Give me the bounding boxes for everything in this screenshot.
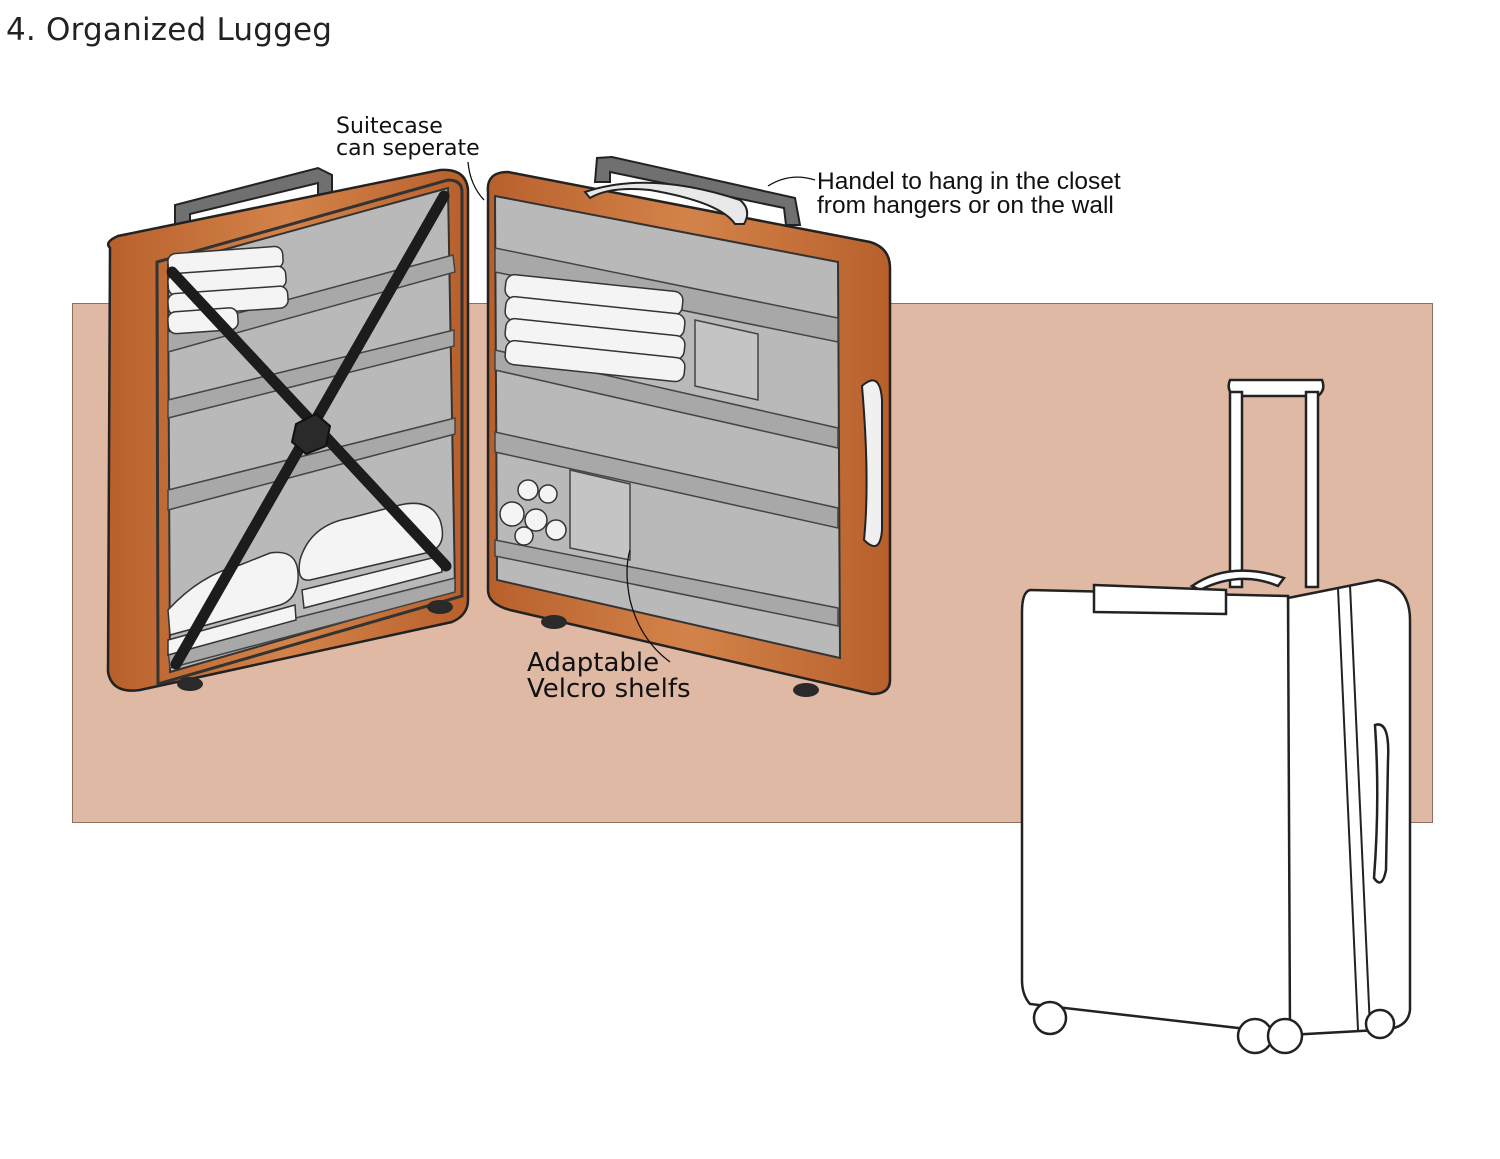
annotation-shelves: Adaptable Velcro shelfs <box>527 650 691 702</box>
right-back-handle <box>593 155 802 226</box>
suitcase-side <box>1286 578 1412 1037</box>
annotation-line: can seperate <box>336 136 480 161</box>
socks <box>499 479 567 546</box>
hang-handle <box>583 181 749 225</box>
left-shelf <box>167 254 456 353</box>
x-strap-buckle <box>290 412 332 456</box>
left-shelf <box>167 417 456 511</box>
right-shelf <box>494 349 839 449</box>
wheel <box>427 600 453 614</box>
annotation-line: Suitecase <box>336 114 443 139</box>
right-folded-clothes <box>504 273 686 383</box>
annotation-line: from hangers or on the wall <box>817 192 1114 219</box>
annotation-line: Adaptable <box>527 648 660 678</box>
annotation-handle: Handel to hang in the closet from hanger… <box>817 168 1121 219</box>
suitcase-front <box>1020 588 1292 1036</box>
wheel <box>1364 1008 1396 1040</box>
annotation-line: Handel to hang in the closet <box>817 168 1121 195</box>
side-handle <box>860 379 883 548</box>
page-title: 4. Organized Luggeg <box>6 12 333 48</box>
wheel <box>1266 1017 1304 1055</box>
annotation-line: Velcro shelfs <box>527 674 691 704</box>
top-carry-handle <box>1189 569 1287 592</box>
front-recess-handle <box>1092 583 1228 616</box>
leader-lines <box>467 161 816 663</box>
right-shelf <box>494 539 839 627</box>
left-shelf <box>167 577 456 669</box>
divider <box>569 469 631 561</box>
wheel <box>793 683 819 697</box>
right-suitcase-half <box>486 155 892 697</box>
divider <box>694 319 759 401</box>
closed-suitcase <box>1020 378 1412 1055</box>
right-shelf <box>494 431 839 529</box>
closed-side-handle <box>1372 723 1390 884</box>
annotation-separate: Suitecase can seperate <box>336 116 480 160</box>
wheel <box>1032 1000 1068 1036</box>
left-suitcase-half <box>106 166 470 692</box>
wheel <box>541 615 567 629</box>
wheel <box>177 677 203 691</box>
